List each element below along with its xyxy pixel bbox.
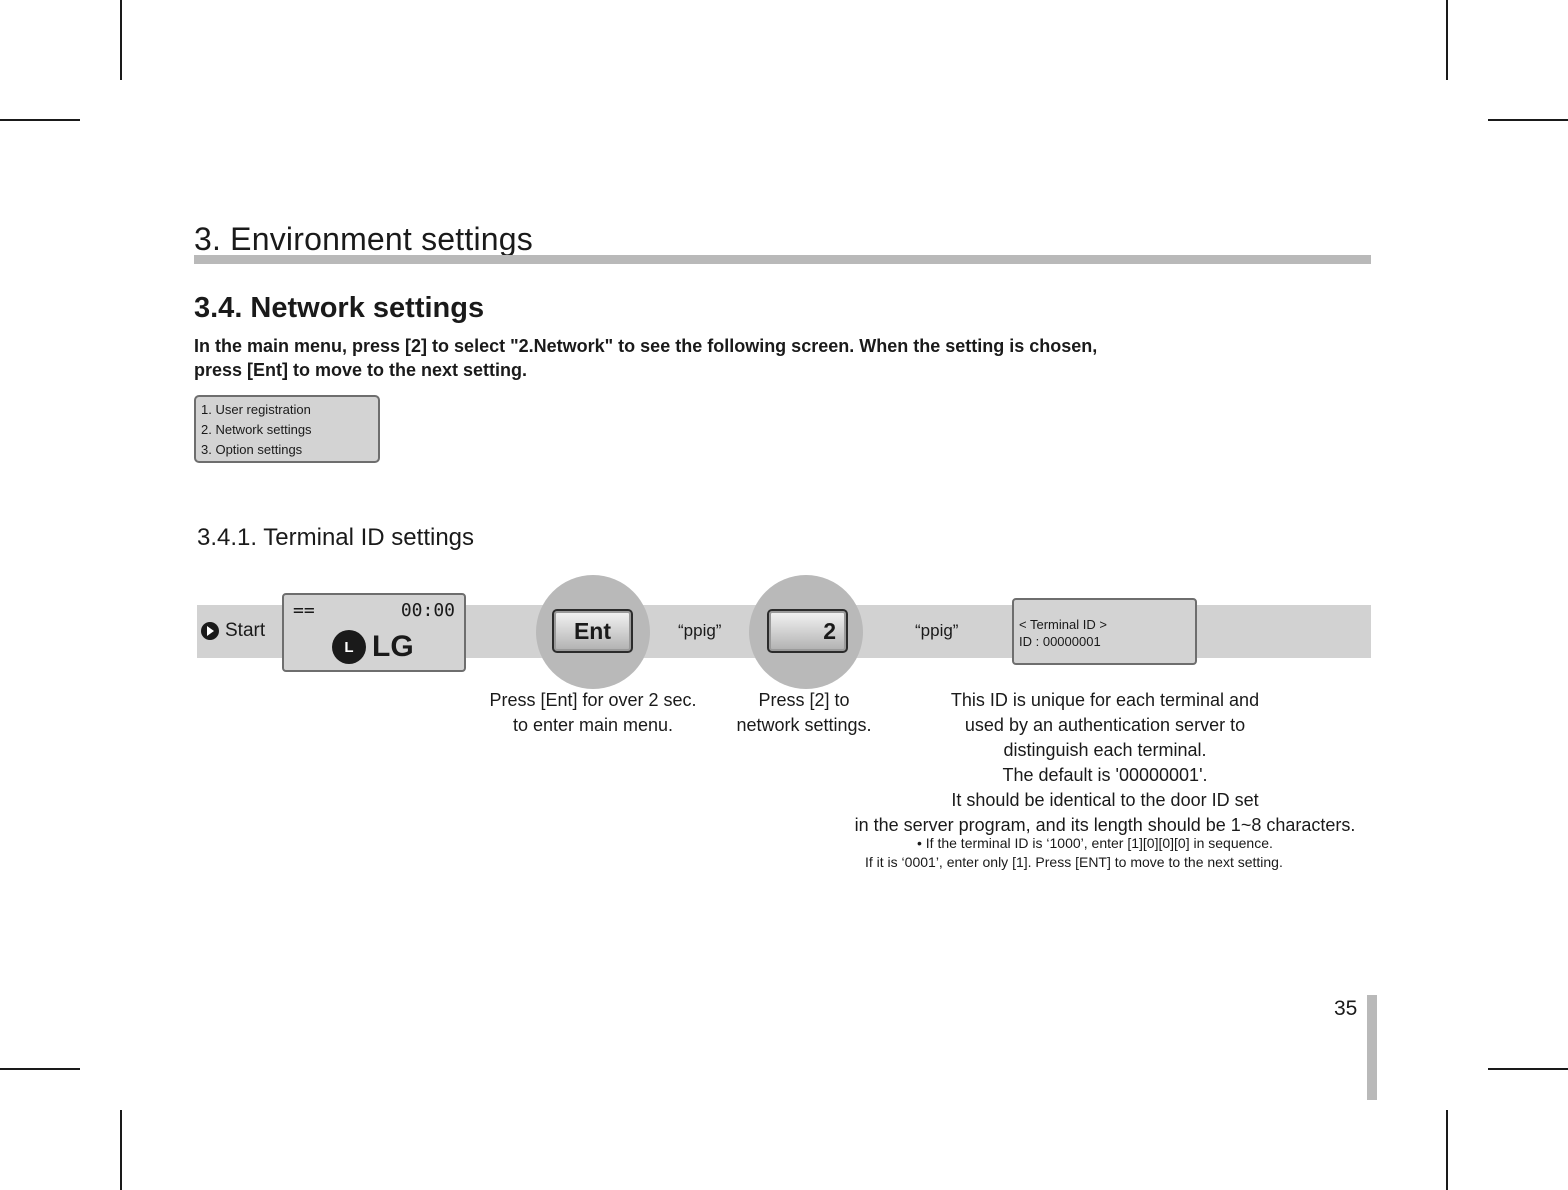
home-screen: == 00:00 L LG	[282, 593, 466, 672]
crop-mark	[0, 119, 80, 121]
crop-mark	[1446, 0, 1448, 80]
caption-line: The default is '00000001'.	[1002, 765, 1208, 785]
two-key: 2	[767, 609, 848, 653]
crop-mark	[1446, 1110, 1448, 1190]
caption-line: Press [Ent] for over 2 sec.	[489, 690, 697, 710]
beep-sound-2: “ppig”	[915, 621, 959, 640]
caption-line: to enter main menu.	[512, 715, 674, 735]
ent-key: Ent	[552, 609, 633, 653]
note-line: • If the terminal ID is ‘1000’, enter [1…	[917, 835, 1273, 851]
ent-key-label: Ent	[573, 617, 612, 644]
start-label: Start	[225, 620, 266, 641]
caption-line: used by an authentication server to	[964, 715, 1246, 735]
terminal-id-value: ID : 00000001	[1019, 634, 1101, 649]
clock-display: 00:00	[400, 600, 455, 621]
caption-line: network settings.	[736, 715, 872, 735]
lg-logo: L LG	[332, 630, 414, 664]
two-caption: Press [2] to network settings.	[709, 688, 899, 738]
menu-item-network-settings: 2. Network settings	[201, 422, 312, 437]
status-indicator: ==	[293, 600, 315, 621]
start-marker: Start	[201, 620, 265, 642]
crop-mark	[1488, 119, 1568, 121]
lg-face-icon: L	[332, 630, 366, 664]
ent-caption: Press [Ent] for over 2 sec. to enter mai…	[453, 688, 733, 738]
lg-wordmark: LG	[372, 630, 414, 663]
section-title: 3. Environment settings	[194, 221, 533, 257]
caption-line: Press [2] to	[758, 690, 850, 710]
two-key-label: 2	[823, 617, 836, 644]
arrow-right-circle-icon	[201, 622, 219, 640]
menu-item-user-registration: 1. User registration	[201, 402, 311, 417]
crop-mark	[0, 1068, 80, 1070]
caption-line: distinguish each terminal.	[1003, 740, 1207, 760]
crop-mark	[1488, 1068, 1568, 1070]
main-menu-screen: 1. User registration 2. Network settings…	[194, 395, 380, 463]
caption-line: This ID is unique for each terminal and	[950, 690, 1260, 710]
intro-line: In the main menu, press [2] to select "2…	[194, 336, 1098, 356]
subsubsection-title: 3.4.1. Terminal ID settings	[197, 524, 475, 551]
menu-item-option-settings: 3. Option settings	[201, 442, 303, 457]
caption-line: It should be identical to the door ID se…	[951, 790, 1259, 810]
terminal-caption: This ID is unique for each terminal and …	[830, 688, 1380, 838]
crop-mark	[120, 0, 122, 80]
terminal-id-heading: < Terminal ID >	[1019, 617, 1107, 632]
subsection-title: 3.4. Network settings	[194, 292, 485, 324]
crop-mark	[120, 1110, 122, 1190]
note-line: If it is ‘0001’, enter only [1]. Press […	[865, 854, 1283, 870]
beep-sound-1: “ppig”	[678, 621, 722, 640]
terminal-id-screen: < Terminal ID > ID : 00000001	[1012, 598, 1197, 665]
intro-line: press [Ent] to move to the next setting.	[194, 360, 528, 380]
page-number-bar	[1367, 995, 1377, 1100]
intro-text: In the main menu, press [2] to select "2…	[194, 334, 1344, 382]
section-title-rule	[194, 255, 1371, 264]
caption-line: in the server program, and its length sh…	[854, 815, 1356, 835]
page-number: 35	[1334, 997, 1358, 1020]
terminal-id-note: • If the terminal ID is ‘1000’, enter [1…	[860, 834, 1360, 872]
